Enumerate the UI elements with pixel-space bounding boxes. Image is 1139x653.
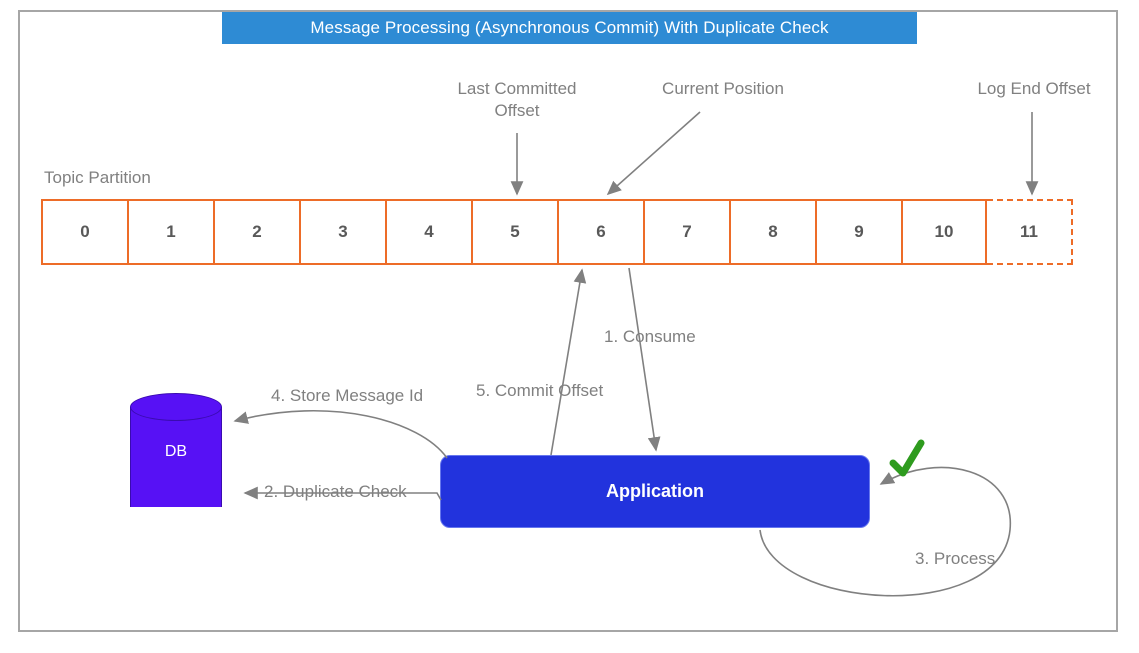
partition-cell-last-committed[interactable]: 5 xyxy=(471,199,557,265)
callout-last-committed-offset: Last Committed Offset xyxy=(457,79,577,120)
application-box[interactable]: Application xyxy=(440,455,870,528)
partition-cell[interactable]: 10 xyxy=(901,199,987,265)
partition-cell[interactable]: 2 xyxy=(213,199,299,265)
topic-partition-label: Topic Partition xyxy=(44,168,151,187)
callout-log-end-offset: Log End Offset xyxy=(977,79,1091,98)
partition-cell[interactable]: 9 xyxy=(815,199,901,265)
step-label-commit-offset: 5. Commit Offset xyxy=(476,381,604,400)
step-label-duplicate-check: 2. Duplicate Check xyxy=(264,482,407,501)
topic-partition-row: 0 1 2 3 4 5 6 7 8 9 10 11 xyxy=(41,199,1073,265)
partition-cell[interactable]: 0 xyxy=(41,199,127,265)
diagram-title: Message Processing (Asynchronous Commit)… xyxy=(222,12,917,44)
partition-cell-log-end-offset[interactable]: 11 xyxy=(987,199,1073,265)
callout-current-position: Current Position xyxy=(662,79,784,98)
step-label-process: 3. Process xyxy=(915,549,996,568)
diagram-frame xyxy=(18,10,1118,632)
database-body xyxy=(130,407,222,507)
partition-cell[interactable]: 3 xyxy=(299,199,385,265)
step-label-consume: 1. Consume xyxy=(604,327,696,346)
partition-cell[interactable]: 8 xyxy=(729,199,815,265)
partition-cell-current-position[interactable]: 6 xyxy=(557,199,643,265)
partition-cell[interactable]: 1 xyxy=(127,199,213,265)
step-label-store-message-id: 4. Store Message Id xyxy=(271,386,424,405)
database-top xyxy=(130,393,222,421)
partition-cell[interactable]: 4 xyxy=(385,199,471,265)
database-cylinder[interactable]: DB xyxy=(130,393,222,521)
partition-cell[interactable]: 7 xyxy=(643,199,729,265)
database-label: DB xyxy=(164,443,188,460)
